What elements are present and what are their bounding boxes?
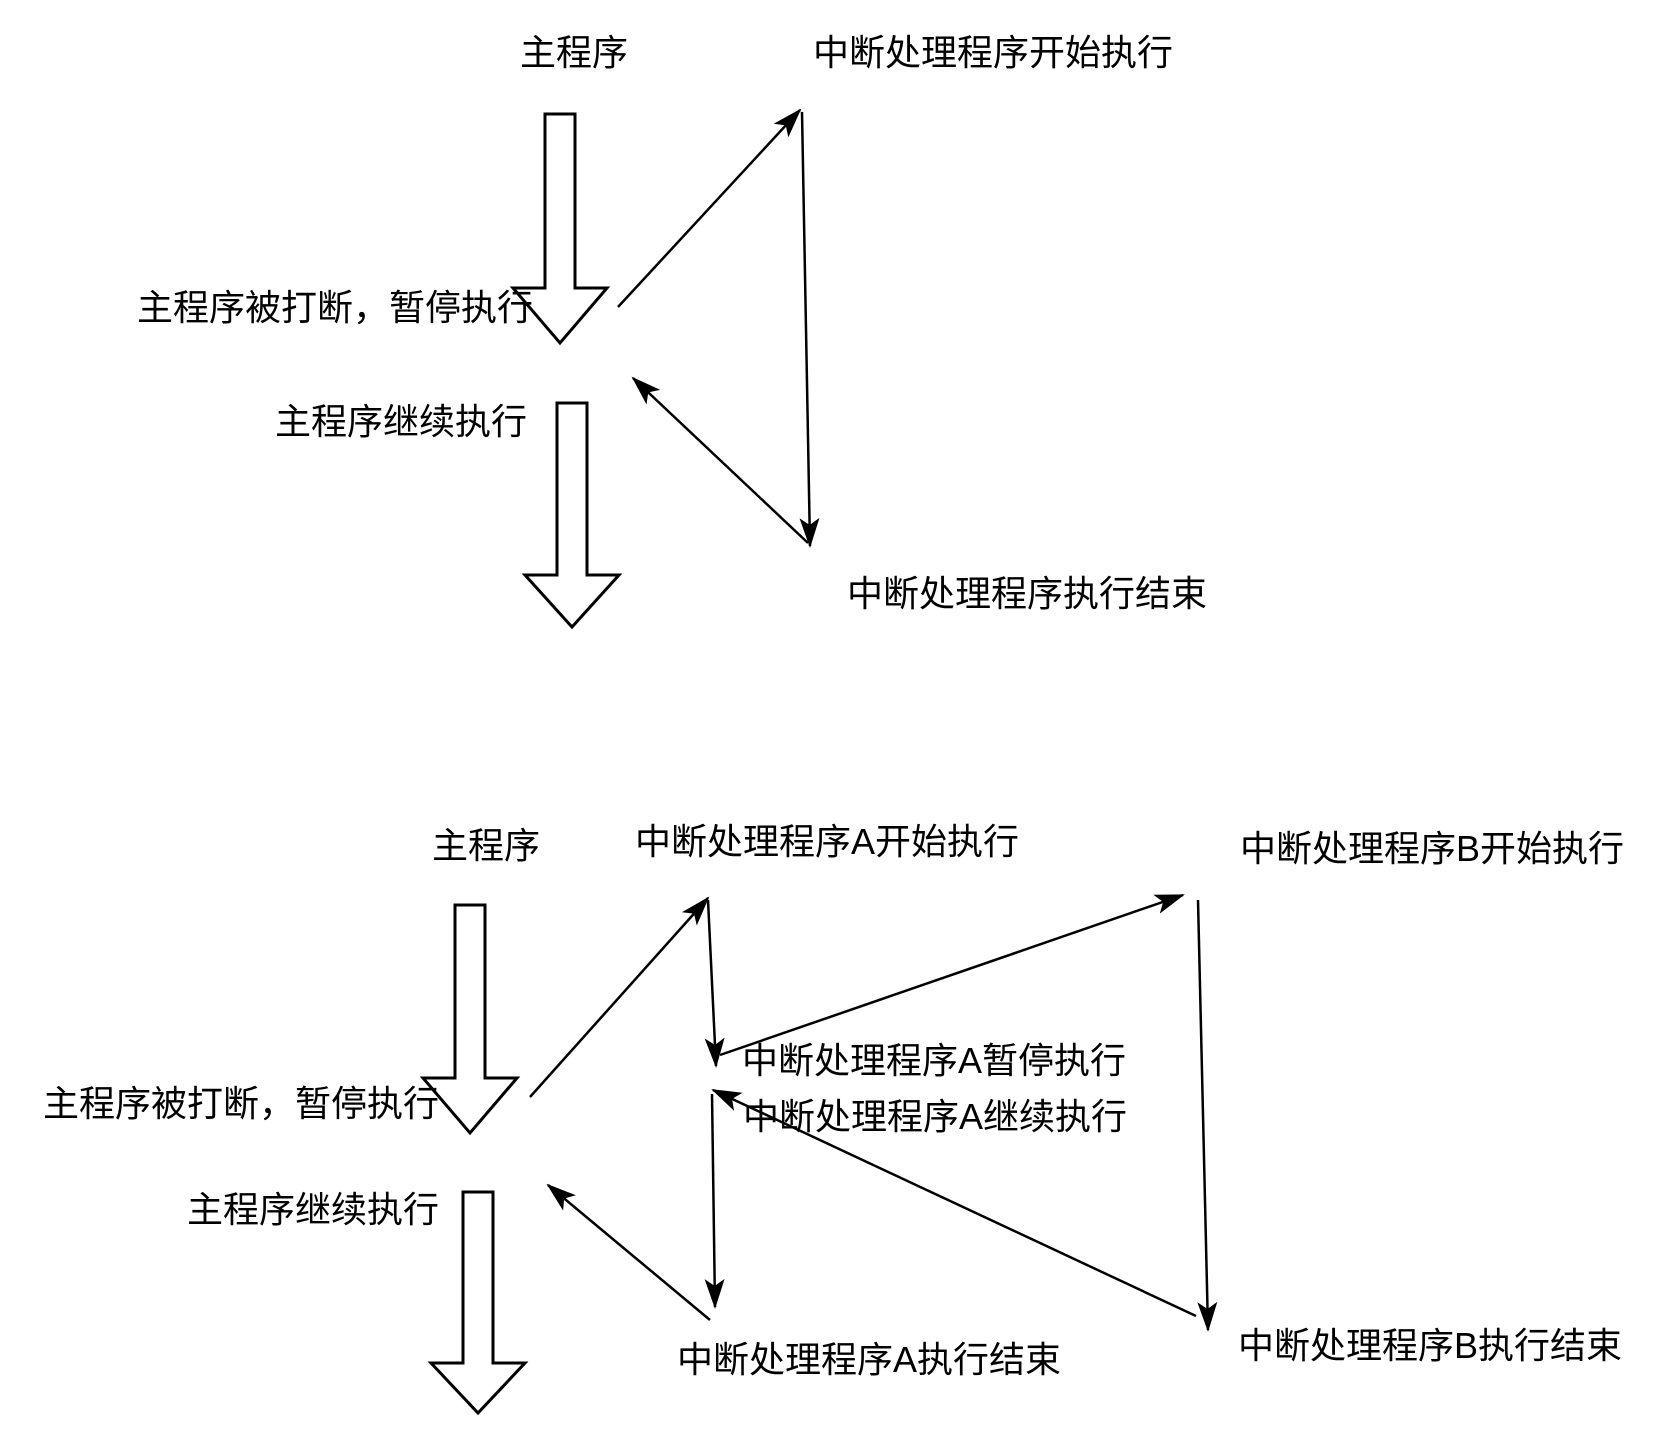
main-program-flow-arrow-2 xyxy=(521,401,623,630)
arrow-handler-a-finish xyxy=(704,1093,725,1309)
handler-a-start-label: 中断处理程序A开始执行 xyxy=(635,821,1020,862)
main-resume-label-2: 主程序继续执行 xyxy=(187,1189,440,1230)
arrow-return-to-handler-a xyxy=(711,1088,1197,1318)
handler-a-resume-label: 中断处理程序A继续执行 xyxy=(743,1096,1128,1137)
main-interrupted-label: 主程序被打断，暂停执行 xyxy=(137,287,534,328)
handler-a-end-label: 中断处理程序A执行结束 xyxy=(677,1339,1062,1380)
arrow-interrupt-to-handler-start xyxy=(617,108,802,308)
main-interrupted-label-2: 主程序被打断，暂停执行 xyxy=(43,1083,440,1124)
main-program-label-2: 主程序 xyxy=(432,825,541,866)
handler-b-start-label: 中断处理程序B开始执行 xyxy=(1240,828,1625,869)
handler-start-label: 中断处理程序开始执行 xyxy=(813,32,1174,73)
arrow-handler-b-run xyxy=(1196,899,1218,1332)
main-program-flow-arrow-4 xyxy=(427,1190,529,1416)
main-resume-label: 主程序继续执行 xyxy=(275,401,528,442)
main-program-flow-arrow-3 xyxy=(419,903,521,1136)
handler-a-pause-label: 中断处理程序A暂停执行 xyxy=(742,1040,1127,1081)
arrow-handler-a-run xyxy=(704,899,725,1068)
main-program-flow-arrow-1 xyxy=(509,112,611,346)
main-program-label: 主程序 xyxy=(520,32,629,73)
arrow-return-to-main xyxy=(631,376,809,544)
arrow-return-to-main-2 xyxy=(546,1183,711,1321)
handler-b-end-label: 中断处理程序B执行结束 xyxy=(1238,1325,1623,1366)
arrow-handler-run xyxy=(799,111,820,548)
handler-end-label: 中断处理程序执行结束 xyxy=(847,573,1208,614)
arrow-interrupt-to-handler-a-start xyxy=(529,896,710,1098)
arrow-interrupt-to-handler-b-start xyxy=(719,893,1185,1057)
